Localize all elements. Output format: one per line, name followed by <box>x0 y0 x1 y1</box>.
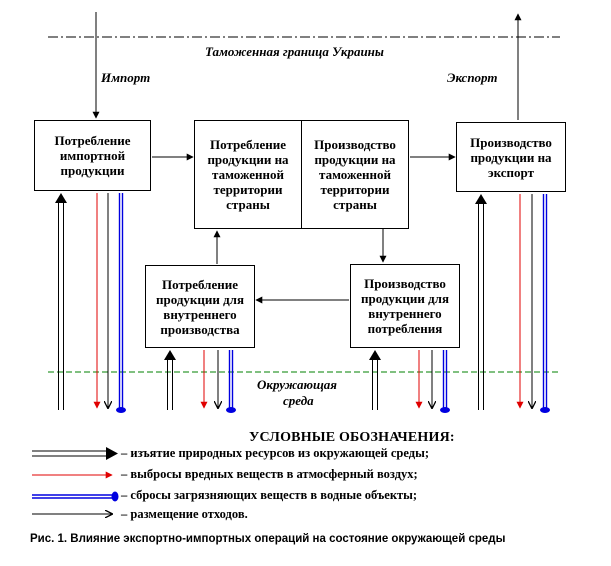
discharge-arrow-end <box>116 407 126 413</box>
box-internal-consumption-production: Производство продукции для внутреннего п… <box>350 264 460 348</box>
environment-label: Окружающая <box>257 377 337 392</box>
customs-border-label: Таможенная граница Украины <box>205 44 384 59</box>
figure-caption: Рис. 1. Влияние экспортно-импортных опер… <box>30 533 506 545</box>
box-internal-production-consumption: Потребление продукции для внутреннего пр… <box>145 265 255 348</box>
import-label: Импорт <box>101 70 151 85</box>
legend-item-discharges: – сбросы загрязняющих веществ в водные о… <box>121 488 418 502</box>
box-export-production: Производство продукции на экспорт <box>456 122 566 192</box>
legend-title: УСЛОВНЫЕ ОБОЗНАЧЕНИЯ: <box>249 430 455 445</box>
legend-symbols <box>32 447 119 514</box>
discharge-arrow-end <box>440 407 450 413</box>
export-label: Экспорт <box>447 70 498 85</box>
environment-arrows <box>55 193 550 413</box>
discharge-arrow-end <box>540 407 550 413</box>
box-territory-consumption: Потребление продукции на таможенной терр… <box>194 120 302 229</box>
extraction-arrow-head <box>55 193 67 203</box>
extraction-arrow-head <box>164 350 176 360</box>
box-territory-production: Производство продукции на таможенной тер… <box>301 120 409 229</box>
discharge-arrow-end <box>226 407 236 413</box>
environment-label-2: среда <box>283 393 314 408</box>
legend-item-extraction: – изъятие природных ресурсов из окружающ… <box>121 446 430 460</box>
legend-item-emissions: – выбросы вредных веществ в атмосферный … <box>121 467 418 481</box>
box-import-consumption: Потребление импортной продукции <box>34 120 151 191</box>
extraction-arrow-head <box>369 350 381 360</box>
extraction-arrow-head <box>475 194 487 204</box>
legend-item-waste: – размещение отходов. <box>121 507 248 521</box>
